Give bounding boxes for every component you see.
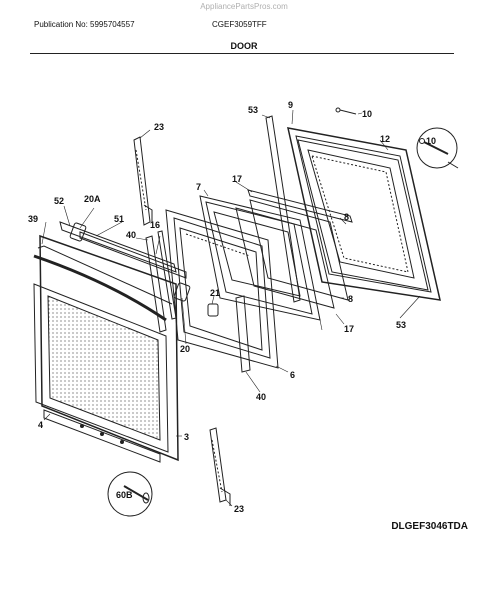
callout-51: 51	[114, 214, 124, 224]
callout-8-top: 8	[344, 212, 349, 222]
callout-4: 4	[38, 420, 43, 430]
part-17-upper-trim	[247, 189, 353, 223]
callout-7: 7	[196, 182, 201, 192]
callout-39: 39	[28, 214, 38, 224]
part-20a-handle-end	[69, 222, 87, 242]
callout-40-bottom: 40	[256, 392, 266, 402]
callout-60b: 60B	[116, 490, 133, 500]
callout-20: 20	[180, 344, 190, 354]
part-52-trim-rail	[59, 221, 177, 273]
callout-17-bottom: 17	[344, 324, 354, 334]
callout-40-top: 40	[126, 230, 136, 240]
part-10-screw	[335, 107, 357, 115]
site-watermark: AppliancePartsPros.com	[200, 2, 288, 11]
publication-number: Publication No: 5995704557	[34, 20, 135, 29]
part-23-hinge-bottom	[209, 427, 231, 506]
callout-23-bottom: 23	[234, 504, 244, 514]
callout-10: 10	[362, 109, 372, 119]
section-title: DOOR	[230, 41, 258, 51]
callout-21: 21	[210, 288, 220, 298]
part-16-rod	[157, 230, 177, 320]
part-23-hinge-top	[133, 136, 153, 226]
part-10-detail-circle	[416, 127, 459, 169]
callout-16: 16	[150, 220, 160, 230]
callout-23-top: 23	[154, 122, 164, 132]
model-number: CGEF3059TFF	[212, 20, 267, 29]
part-53-strip	[265, 115, 301, 303]
leader-lines	[41, 109, 421, 507]
part-21-latch	[207, 303, 219, 317]
part-60b-screw-detail	[107, 471, 153, 517]
part-9-gasket-frame	[287, 127, 441, 301]
part-4-bottom-trim	[43, 409, 161, 463]
callout-labels: 53 9 10 12 23 10 7 17 52 20A 8 39 51 40 …	[28, 100, 436, 514]
part-12-inner-liner	[297, 139, 429, 291]
diagram-code: DLGEF3046TDA	[391, 521, 468, 532]
callout-10-detail: 10	[426, 136, 436, 146]
callout-52: 52	[54, 196, 64, 206]
callout-12: 12	[380, 134, 390, 144]
part-40-side-channel	[145, 235, 251, 373]
callout-20a: 20A	[84, 194, 101, 204]
callout-6: 6	[290, 370, 295, 380]
callout-53-bottom: 53	[396, 320, 406, 330]
callout-17-top: 17	[232, 174, 242, 184]
header-rule	[30, 53, 454, 54]
callout-3: 3	[184, 432, 189, 442]
callout-8-mid: 8	[348, 294, 353, 304]
part-3-outer-door	[33, 234, 179, 462]
callout-9: 9	[288, 100, 293, 110]
part-51-handle-bar	[79, 231, 187, 279]
callout-53-top: 53	[248, 105, 258, 115]
